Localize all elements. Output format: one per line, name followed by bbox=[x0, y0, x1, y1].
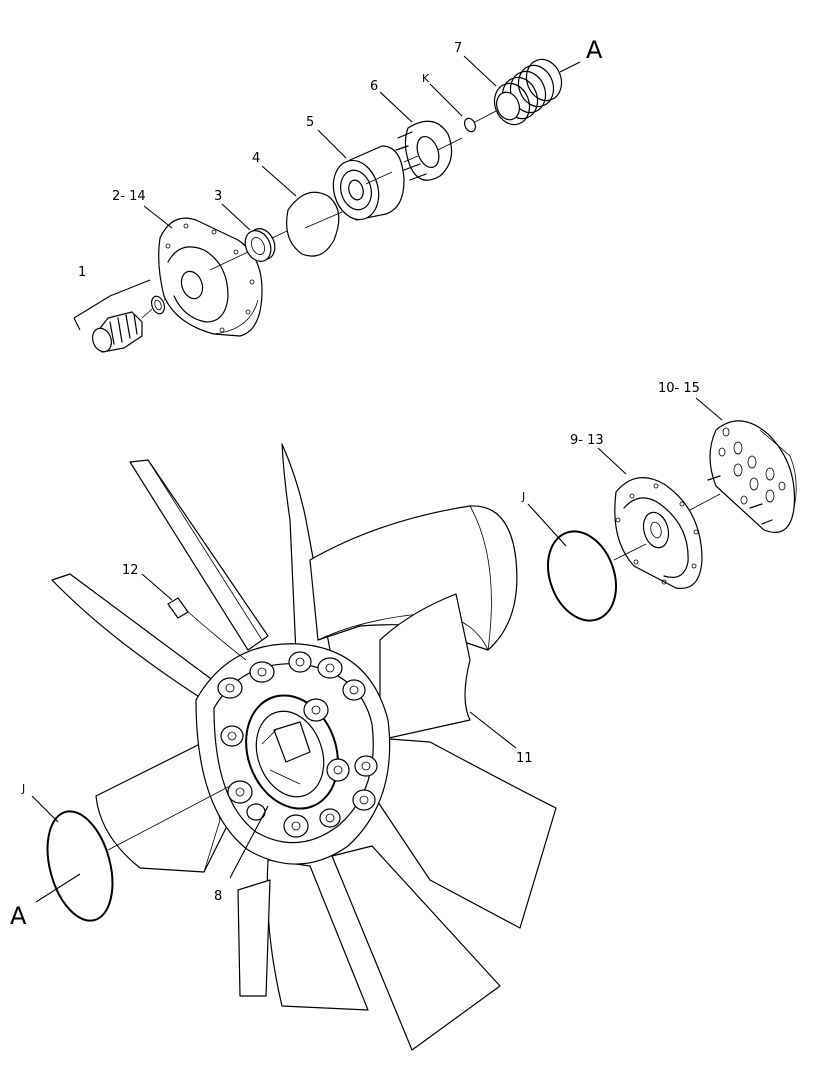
callout-k: K bbox=[422, 72, 430, 85]
part-7-spring bbox=[493, 58, 581, 126]
callout-7: 7 bbox=[454, 41, 462, 56]
part-5-bearing bbox=[332, 145, 405, 221]
hub-bosses bbox=[217, 651, 378, 838]
callout-1: 1 bbox=[78, 265, 86, 280]
ring-j-left bbox=[46, 785, 231, 922]
part-2-14-housing bbox=[158, 217, 263, 337]
callout-a-bottom: A bbox=[10, 902, 27, 930]
callout-4: 4 bbox=[252, 151, 260, 166]
callout-5: 5 bbox=[306, 115, 314, 130]
callout-3: 3 bbox=[214, 189, 222, 204]
part-9-13-drive-plate bbox=[614, 477, 703, 590]
callout-9-13: 9- 13 bbox=[570, 433, 604, 448]
callout-6: 6 bbox=[370, 79, 378, 94]
callout-a-top: A bbox=[586, 36, 603, 64]
fan-leaders bbox=[31, 397, 723, 903]
part-k-washer bbox=[463, 109, 499, 133]
part-10-15-plate bbox=[689, 420, 797, 533]
part-4-disc bbox=[286, 191, 343, 257]
callout-j-left: J bbox=[21, 782, 25, 795]
fan-assembly-part-11 bbox=[51, 443, 557, 1051]
top-leaders bbox=[73, 55, 497, 331]
ring-j-right bbox=[547, 530, 647, 622]
part-12-fitting bbox=[167, 597, 247, 661]
callout-labels: 1 2- 14 3 4 5 6 K 7 A 10- 15 9- 13 J 12 … bbox=[10, 36, 700, 930]
callout-11: 11 bbox=[516, 751, 533, 766]
callout-12: 12 bbox=[122, 563, 139, 578]
callout-10-15: 10- 15 bbox=[658, 381, 700, 396]
callout-8: 8 bbox=[214, 889, 222, 904]
part-6-retainer bbox=[395, 120, 463, 181]
callout-j-right: J bbox=[521, 490, 525, 503]
callout-2-14: 2- 14 bbox=[112, 189, 146, 204]
part-3-seal bbox=[209, 224, 301, 271]
